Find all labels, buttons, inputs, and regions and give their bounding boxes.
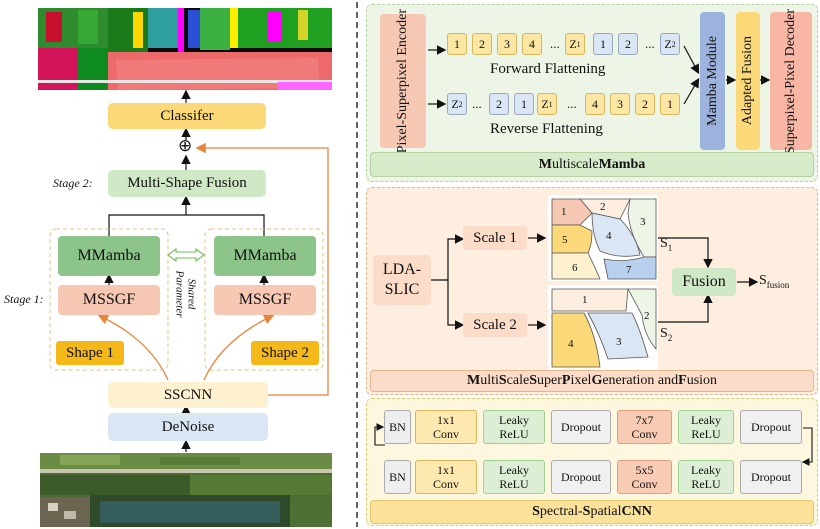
cnn-layer-relu: Leaky ReLU [483, 460, 545, 494]
plus-symbol: ⊕ [178, 136, 193, 155]
sequence-token: 2 [635, 93, 655, 115]
superpixel-region-label: 4 [568, 338, 574, 350]
token-ellipsis: ... [645, 36, 655, 51]
title-fragment: usion [686, 373, 718, 388]
superpixel-region-label: 7 [626, 264, 632, 276]
cnn-layer-drop: Dropout [551, 410, 611, 444]
sequence-token: 3 [610, 93, 630, 115]
title-fragment: G [591, 373, 603, 388]
reverse-flattening-label: Reverse Flattening [490, 121, 603, 137]
shape2-badge: Shape 2 [251, 341, 319, 365]
cnn-layer-conv7: 5x5 Conv [617, 460, 672, 494]
sequence-token: 1 [514, 93, 534, 115]
mssgf-left-box: MSSGF [58, 285, 160, 315]
superpixel-map-scale1: 1 2 3 4 5 6 7 [548, 195, 658, 281]
lda-line2: SLIC [384, 281, 420, 298]
mssgf-right-box: MSSGF [214, 285, 316, 315]
token-ellipsis: ... [550, 36, 560, 51]
title-fragment: uper [536, 373, 562, 388]
forward-flattening-label: Forward Flattening [490, 61, 606, 77]
mmamba-left-box: MMamba [58, 236, 160, 276]
superpixel-region-label: 2 [600, 201, 606, 213]
title-fragment: M [466, 373, 481, 388]
cnn-layer-bn: BN [384, 460, 411, 494]
scale1-box: Scale 1 [463, 226, 527, 250]
superpixel-region-label: 1 [561, 206, 567, 218]
sequence-token: 2 [489, 93, 509, 115]
shape1-badge: Shape 1 [56, 341, 124, 365]
input-aerial-image [40, 453, 332, 527]
cnn-layer-conv1: 1x1 Conv [415, 460, 477, 494]
superpixel-region-label: 6 [572, 262, 578, 274]
title-fragment: S [529, 373, 537, 388]
stage2-label: Stage 2: [53, 176, 93, 190]
superpixel-region-label: 3 [616, 336, 622, 348]
superpixel-region-label: 1 [582, 294, 588, 306]
title-fragment: ixel [570, 373, 592, 388]
stage1-label: Stage 1: [4, 292, 44, 306]
multi-shape-fusion-box: Multi-Shape Fusion [108, 170, 266, 197]
sfusion-label: Sfusion [759, 273, 790, 290]
mamba-module-box: Mamba Module [700, 12, 725, 150]
superpixel-pixel-decoder-box: Superpixel-Pixel Decoder [770, 9, 812, 154]
sequence-token: 3 [497, 33, 517, 55]
title-fragment: F [678, 373, 687, 388]
s2-label: S2 [660, 326, 673, 343]
lda-line1: LDA- [382, 261, 422, 278]
cnn-layer-relu: Leaky ReLU [678, 460, 734, 494]
cnn-layer-drop: Dropout [551, 460, 611, 494]
superpixel-region-label: 3 [640, 216, 646, 228]
title-fragment: eneration and [602, 373, 679, 388]
cnn-layer-relu: Leaky ReLU [483, 410, 545, 444]
shared-line1: Shared [186, 278, 199, 310]
sequence-token: 2 [472, 33, 492, 55]
sequence-token: 1 [593, 33, 613, 55]
cnn-layer-relu: Leaky ReLU [678, 410, 734, 444]
lda-slic-box: LDA- SLIC [373, 255, 431, 305]
superpixel-region-label: 5 [562, 234, 568, 246]
sscnn-box: SSCNN [108, 382, 268, 408]
sequence-token: 2 [618, 33, 638, 55]
token-ellipsis: ... [567, 96, 577, 111]
sequence-token: 1 [660, 93, 680, 115]
superpixel-region-label: 4 [606, 230, 612, 242]
classification-map-image [38, 8, 332, 90]
sequence-token: 4 [522, 33, 542, 55]
title-fragment: S [498, 373, 507, 388]
classifier-box: Classifer [108, 103, 266, 129]
cnn-layer-conv7: 7x7 Conv [617, 410, 672, 444]
cnn-layer-bn: BN [384, 410, 411, 444]
title-fragment: P [561, 373, 571, 388]
mmamba-right-box: MMamba [214, 236, 316, 276]
adapted-fusion-box: Adapted Fusion [736, 12, 760, 150]
s1-label: S1 [660, 236, 673, 253]
superpixel-map-scale2: 1 2 3 4 [548, 285, 658, 371]
denoise-box: DeNoise [108, 413, 268, 441]
fusion-box: Fusion [672, 268, 736, 296]
title-fragment: cale [506, 373, 530, 388]
superpixel-region-label: 2 [644, 310, 650, 322]
sequence-token: 4 [585, 93, 605, 115]
cnn-layer-drop: Dropout [740, 460, 802, 494]
cnn-layer-conv1: 1x1 Conv [415, 410, 477, 444]
token-ellipsis: ... [472, 96, 482, 111]
shared-line2: Parameter [174, 270, 187, 318]
sequence-token: 1 [447, 33, 467, 55]
pixel-superpixel-encoder-box: Pixel-Superpixel Encoder [380, 9, 426, 153]
shared-parameter-label: Shared Parameter [171, 262, 201, 326]
scale2-box: Scale 2 [463, 313, 527, 337]
title-fragment: ulti [480, 373, 499, 388]
cnn-layer-drop: Dropout [740, 410, 802, 444]
